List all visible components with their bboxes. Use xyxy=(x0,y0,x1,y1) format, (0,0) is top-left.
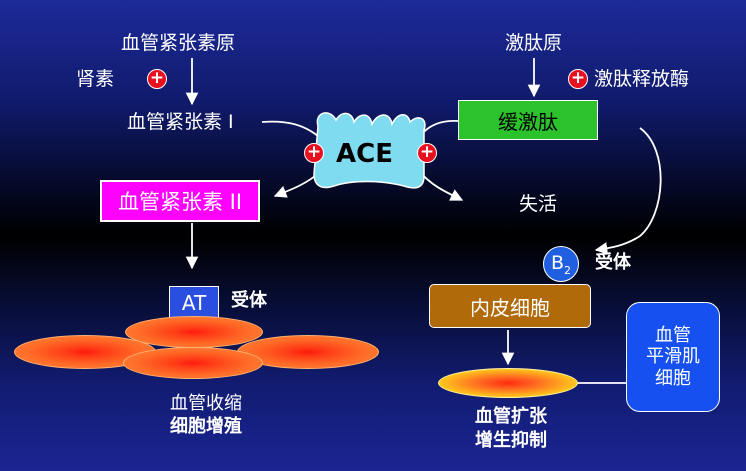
smooth-muscle-label-3: 细胞 xyxy=(655,367,691,389)
angiotensin2-label: 血管紧张素 II xyxy=(117,190,243,214)
plus-icon-ace-left: + xyxy=(304,143,324,163)
renin-label: 肾素 xyxy=(76,68,115,90)
angiotensin2-box: 血管紧张素 II xyxy=(100,180,260,222)
kininogen-label: 激肽原 xyxy=(505,32,563,54)
inactive-label: 失活 xyxy=(519,193,558,215)
angiotensinogen-label: 血管紧张素原 xyxy=(121,32,236,54)
at-label: AT xyxy=(181,291,207,315)
kallikrein-label: 激肽释放酶 xyxy=(594,68,690,90)
smooth-muscle-label-2: 平滑肌 xyxy=(646,346,700,368)
b2-receptor-circle: B2 xyxy=(543,246,579,282)
cell-ellipse-bottom xyxy=(123,347,263,379)
plus-icon-renin: + xyxy=(147,69,167,89)
at-receptor-box: AT xyxy=(169,286,219,320)
smooth-muscle-label-1: 血管 xyxy=(655,324,691,346)
vasoconstriction-label: 血管收缩 xyxy=(170,393,242,414)
bradykinin-label: 缓激肽 xyxy=(498,109,558,134)
arrow-bradykinin-to-b2 xyxy=(594,127,662,255)
endothelial-cell-label: 内皮细胞 xyxy=(470,295,550,320)
endothelial-cell-box: 内皮细胞 xyxy=(429,284,591,328)
angiotensin1-label: 血管紧张素 I xyxy=(127,111,234,133)
ace-label: ACE xyxy=(336,139,393,169)
b2-label: B2 xyxy=(550,251,572,277)
plus-icon-kallikrein: + xyxy=(568,69,588,89)
at-receptor-label: 受体 xyxy=(231,290,267,311)
plus-icon-ace-right: + xyxy=(417,143,437,163)
line-ang1-into-ace xyxy=(261,120,319,137)
vessel-ellipse xyxy=(438,368,578,398)
proliferation-inhibition-label: 增生抑制 xyxy=(475,430,547,451)
cell-proliferation-label: 细胞增殖 xyxy=(170,416,242,437)
vasodilation-label: 血管扩张 xyxy=(475,406,547,427)
b2-receptor-label: 受体 xyxy=(595,252,631,273)
smooth-muscle-cell-box: 血管 平滑肌 细胞 xyxy=(626,302,720,412)
bradykinin-box: 缓激肽 xyxy=(458,100,598,140)
cell-ellipse-right xyxy=(237,335,379,369)
